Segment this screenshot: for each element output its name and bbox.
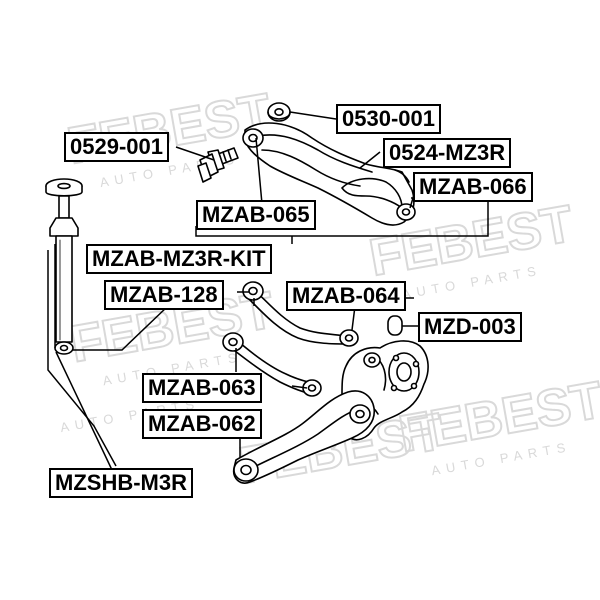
part-label-0530-001[interactable]: 0530-001: [336, 104, 441, 134]
part-label-mzab-062[interactable]: MZAB-062: [142, 409, 262, 439]
upper-link-part: [242, 281, 359, 347]
part-label-mzab-064[interactable]: MZAB-064: [286, 281, 406, 311]
part-label-mzshb-m3r[interactable]: MZSHB-M3R: [49, 468, 193, 498]
lower-arm-part: [232, 390, 376, 484]
part-label-0529-001[interactable]: 0529-001: [64, 132, 169, 162]
washer-part: [267, 102, 291, 122]
part-label-mzd-003[interactable]: MZD-003: [418, 312, 522, 342]
bolt-part: [197, 147, 239, 183]
part-label-mzab-065[interactable]: MZAB-065: [196, 200, 316, 230]
part-label-mzab-128[interactable]: MZAB-128: [104, 280, 224, 310]
shock-absorber-part: [45, 178, 83, 355]
bushing-part: [387, 315, 403, 336]
lateral-link-part: [222, 332, 322, 397]
part-label-mzab-063[interactable]: MZAB-063: [142, 373, 262, 403]
part-label-0524-mz3r[interactable]: 0524-MZ3R: [383, 138, 512, 168]
part-label-mzab-066[interactable]: MZAB-066: [413, 172, 533, 202]
part-label-mzab-mz3r-kit[interactable]: MZAB-MZ3R-KIT: [86, 244, 272, 274]
